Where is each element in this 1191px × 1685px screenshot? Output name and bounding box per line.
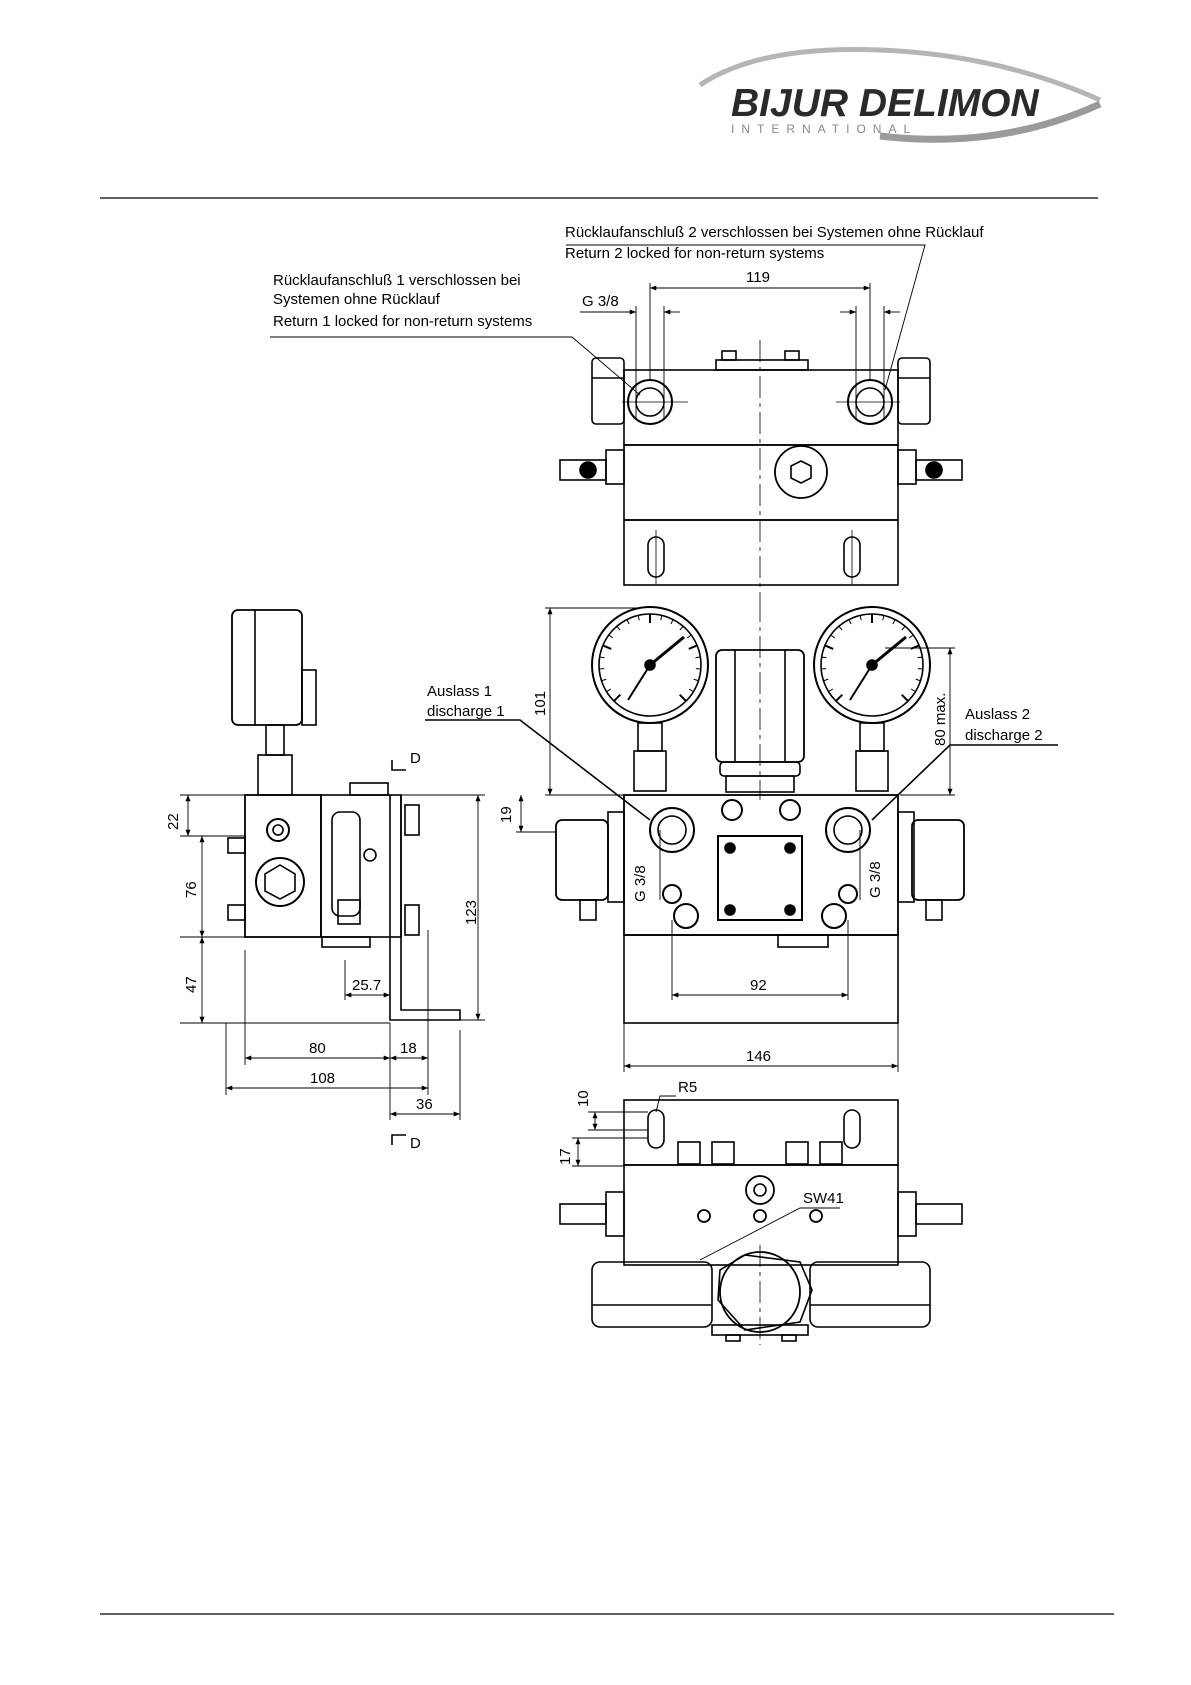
gauge-tick [838, 625, 843, 631]
dim-25-7: 25.7 [352, 977, 381, 994]
gauge-tick [686, 634, 692, 639]
gauge-tick [830, 634, 836, 639]
dim-76: 76 [183, 881, 200, 898]
gauge-tick [917, 656, 923, 659]
gauge-tick [616, 625, 621, 631]
gauge-tick [859, 615, 862, 621]
front-view-dimensions [516, 607, 955, 1072]
gauge-tick [670, 619, 674, 625]
gauge-tick [824, 644, 834, 650]
gauge-ticks [599, 614, 923, 702]
gauge-tick [910, 688, 916, 693]
section-mark-top: D [410, 750, 421, 767]
bottom-view-dimensions [572, 1095, 840, 1261]
gauge-tick [835, 693, 844, 702]
label-outlet1-en: discharge 1 [427, 703, 505, 720]
gauge-tick [892, 619, 896, 625]
dim-front-g38-right: G 3/8 [867, 861, 884, 898]
side-view-dimensions [180, 794, 485, 1120]
gauge-tick [688, 688, 694, 693]
dim-123: 123 [463, 900, 480, 925]
dim-10: 10 [575, 1090, 592, 1107]
label-return1-de-line1: Rücklaufanschluß 1 verschlossen bei [273, 272, 521, 289]
gauge-tick [688, 644, 698, 650]
dim-19: 19 [498, 806, 515, 823]
gauge-tick [626, 619, 630, 625]
pressure-gauge-right [813, 606, 931, 724]
gauge-tick [915, 678, 921, 682]
gauge-tick [882, 615, 885, 621]
dim-r5: R5 [678, 1079, 697, 1096]
dim-top-g38: G 3/8 [582, 293, 619, 310]
label-return1-de-line2: Systemen ohne Rücklauf [273, 291, 441, 308]
dim-101: 101 [532, 691, 549, 716]
gauge-tick [823, 678, 829, 682]
label-outlet2-de: Auslass 2 [965, 706, 1030, 723]
top-view [559, 340, 963, 600]
label-return2-en: Return 2 locked for non-return systems [565, 245, 824, 262]
gauge-tick [848, 619, 852, 625]
dim-108: 108 [310, 1070, 335, 1087]
dim-22: 22 [165, 813, 182, 830]
gauge-tick [821, 656, 827, 659]
gauge-tick [599, 656, 605, 659]
logo-brand-text: BIJUR DELIMON [731, 82, 1040, 125]
side-view [227, 609, 461, 1021]
pressure-gauge-left [591, 606, 709, 724]
gauge-tick [602, 644, 612, 650]
dim-80-max: 80 max. [932, 693, 949, 746]
gauge-tick [613, 693, 622, 702]
dim-80: 80 [309, 1040, 326, 1057]
gauge-tick [660, 615, 663, 621]
label-return1-en: Return 1 locked for non-return systems [273, 313, 532, 330]
section-mark-bottom: D [410, 1135, 421, 1152]
label-outlet1-de: Auslass 1 [427, 683, 492, 700]
gauge-tick [828, 688, 834, 693]
logo-sub-text: INTERNATIONAL [731, 122, 917, 136]
gauge-tick [608, 634, 614, 639]
dim-146: 146 [746, 1048, 771, 1065]
dim-sw41: SW41 [803, 1190, 844, 1207]
front-view [425, 600, 1058, 1024]
gauge-tick [900, 693, 909, 702]
gauge-tick [637, 615, 640, 621]
section-markers [391, 760, 406, 1145]
dim-47: 47 [183, 976, 200, 993]
gauge-tick [678, 693, 687, 702]
dim-36: 36 [416, 1096, 433, 1113]
dim-front-g38-left: G 3/8 [632, 865, 649, 902]
company-logo: BIJUR DELIMON INTERNATIONAL [698, 46, 1102, 143]
bottom-view [559, 1099, 963, 1345]
gauge-tick [601, 678, 607, 682]
dim-18: 18 [400, 1040, 417, 1057]
label-outlet2-en: discharge 2 [965, 727, 1043, 744]
dim-17: 17 [557, 1148, 574, 1165]
dim-119: 119 [746, 269, 770, 286]
gauge-tick [679, 625, 684, 631]
label-return2-de: Rücklaufanschluß 2 verschlossen bei Syst… [565, 224, 984, 241]
gauge-tick [695, 656, 701, 659]
gauge-tick [606, 688, 612, 693]
gauge-tick [908, 634, 914, 639]
gauge-tick [693, 678, 699, 682]
top-view-dimensions [270, 244, 926, 420]
gauge-tick [901, 625, 906, 631]
dim-92: 92 [750, 977, 767, 994]
